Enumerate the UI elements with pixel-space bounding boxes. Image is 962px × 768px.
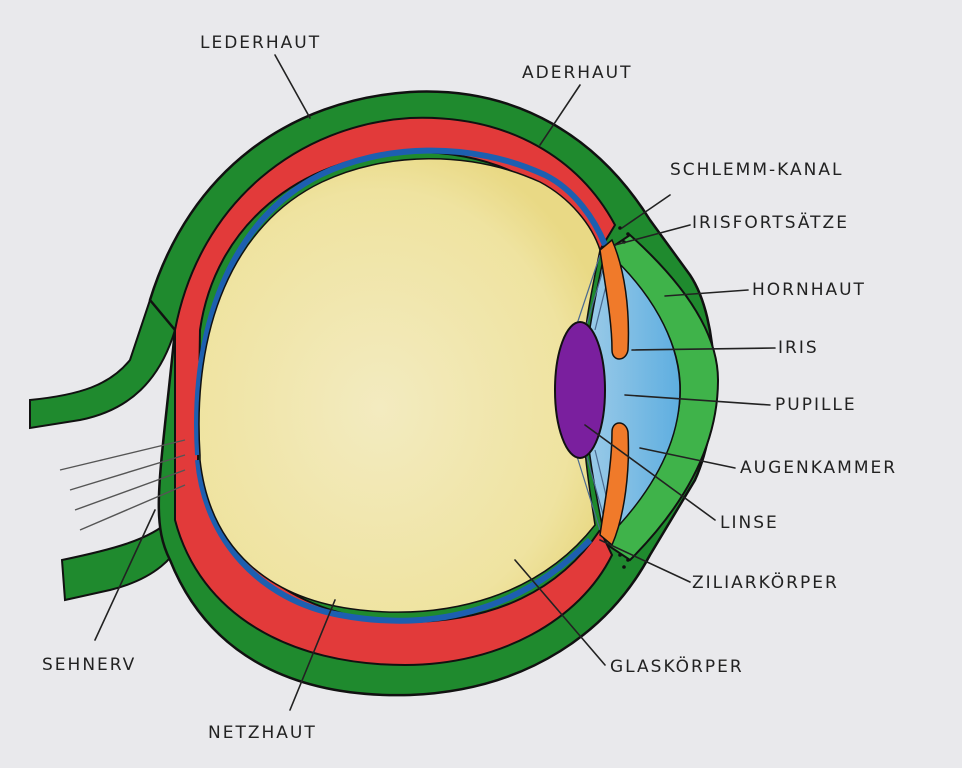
leader-lines (94, 54, 776, 711)
retina-netzhaut (194, 147, 608, 624)
lens-linse (554, 321, 606, 459)
label-lederhaut: LEDERHAUT (200, 33, 321, 53)
leader-schlemm (621, 194, 671, 229)
leader-netzhaut (289, 599, 336, 711)
leader-ziliarkoerper (599, 539, 691, 583)
label-aderhaut: ADERHAUT (522, 63, 633, 83)
optic-nerve-sheath-upper (29, 297, 177, 430)
leader-iris (631, 347, 776, 351)
label-glaskoerper: GLASKÖRPER (610, 655, 744, 677)
label-netzhaut: NETZHAUT (208, 723, 317, 743)
label-sehnerv: SEHNERV (42, 655, 136, 675)
iris-upper (599, 238, 630, 360)
leader-glaskoerper (514, 559, 606, 666)
label-hornhaut: HORNHAUT (752, 280, 866, 300)
leader-irisfortsaetze (614, 224, 691, 246)
leader-sehnerv (94, 509, 156, 641)
label-iris: IRIS (778, 338, 819, 358)
leader-pupille (624, 394, 771, 406)
label-linse: LINSE (720, 513, 779, 533)
optic-nerve-fibres (59, 439, 186, 531)
label-schlemm-kanal: SCHLEMM-KANAL (670, 160, 843, 180)
label-augenkammer: AUGENKAMMER (740, 458, 897, 478)
choroid-aderhaut (174, 116, 617, 667)
leader-lederhaut (274, 54, 311, 119)
leader-hornhaut (664, 289, 749, 297)
iris-lower (599, 422, 630, 547)
leader-augenkammer (639, 447, 736, 469)
label-pupille: PUPILLE (775, 395, 857, 415)
label-ziliarkoerper: ZILIARKÖRPER (692, 571, 839, 593)
leader-aderhaut (539, 84, 581, 146)
leader-linse (584, 424, 716, 521)
label-irisfortsaetze: IRISFORTSÄTZE (692, 212, 849, 233)
